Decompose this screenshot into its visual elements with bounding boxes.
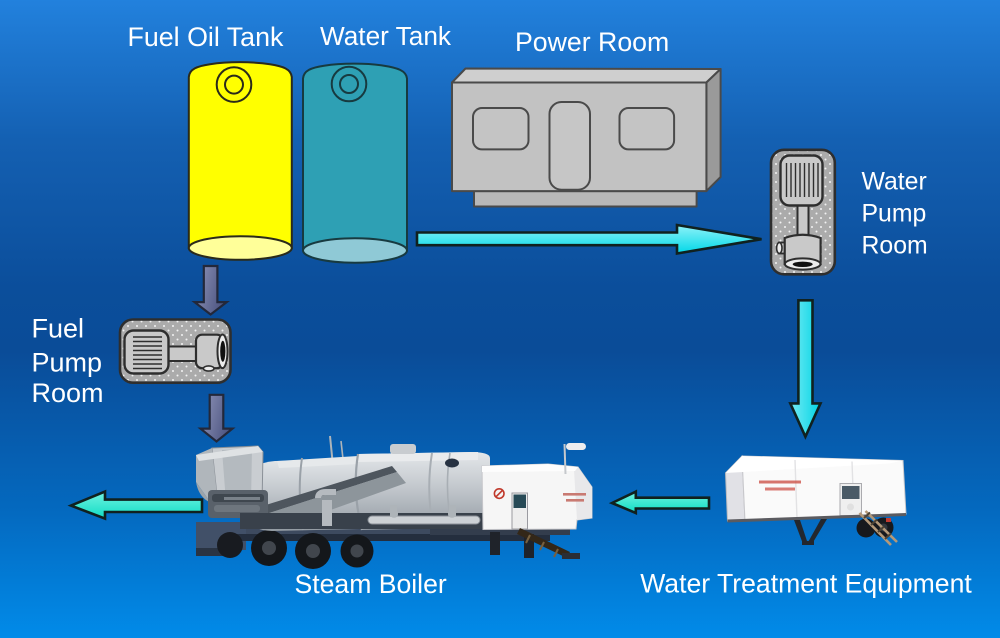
svg-text:Room: Room [32,378,104,408]
svg-text:Room: Room [862,232,928,259]
svg-text:Water Treatment Equipment: Water Treatment Equipment [640,569,972,599]
svg-text:Fuel: Fuel [32,314,85,344]
svg-text:Fuel Oil Tank: Fuel Oil Tank [128,22,284,52]
svg-text:Pump: Pump [32,348,103,378]
svg-text:Power Room: Power Room [515,27,669,57]
svg-text:Water Tank: Water Tank [320,21,452,51]
svg-text:Steam Boiler: Steam Boiler [295,569,447,599]
svg-text:Water: Water [862,169,927,196]
svg-text:Pump: Pump [862,201,927,228]
